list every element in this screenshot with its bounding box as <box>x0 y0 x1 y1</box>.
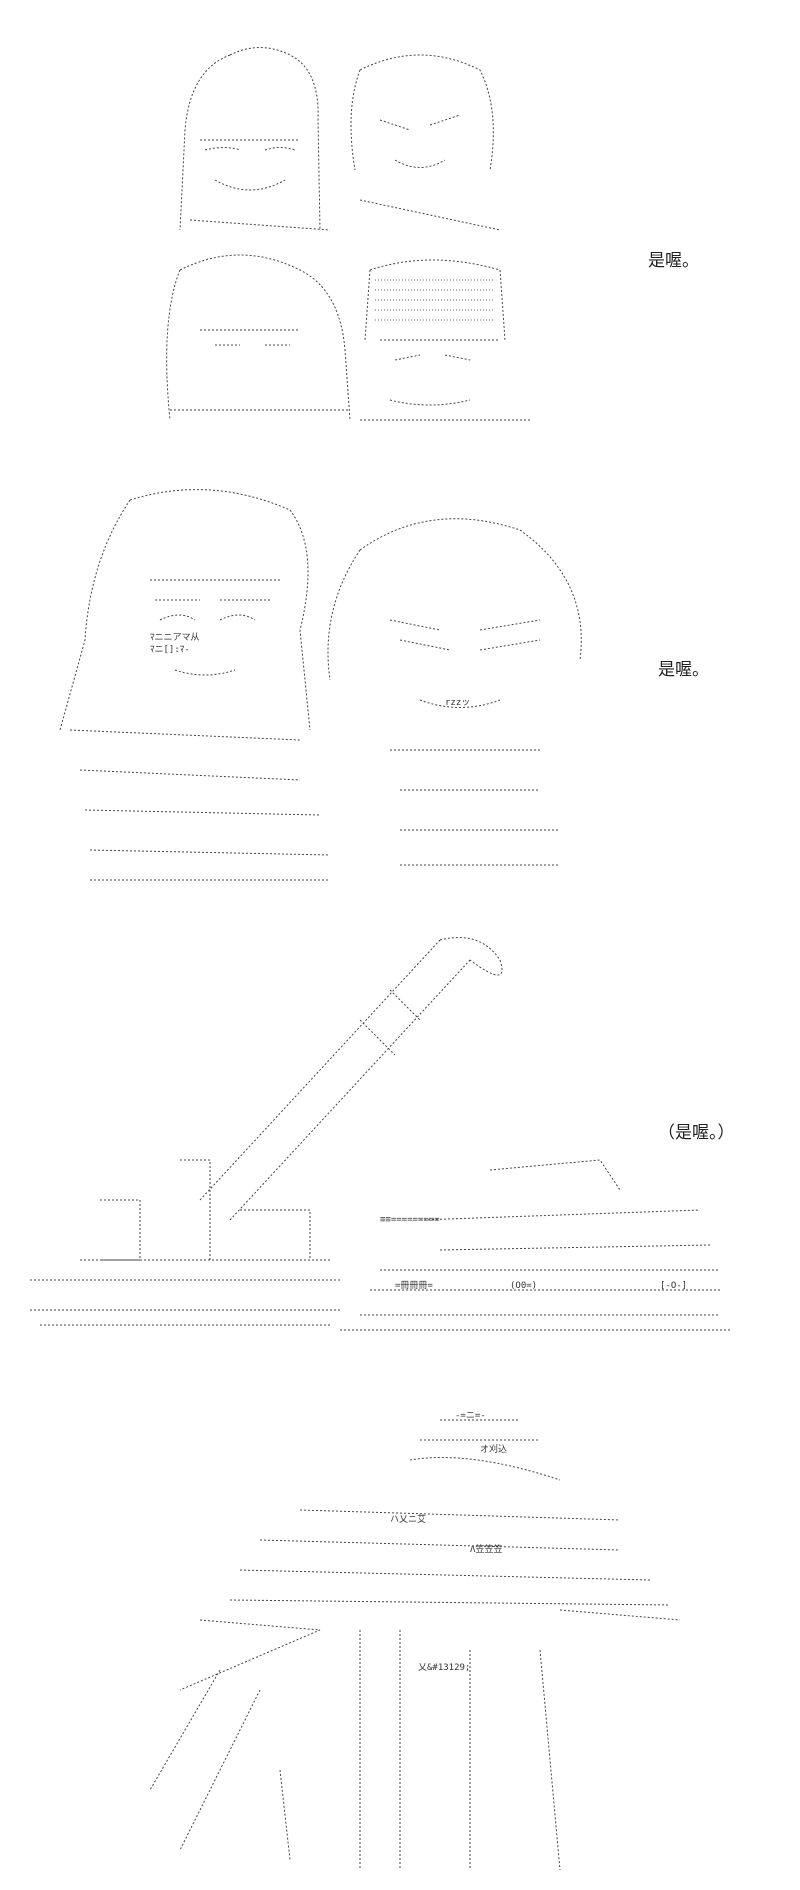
tanks-ascii-art-icon: ≡≡========= =冊冊冊= (O0=) [-O-] <box>0 920 760 1340</box>
art-text-3: rzzッ <box>445 698 470 708</box>
art-text-7: [-O-] <box>660 1281 687 1291</box>
art-text-8: -=ニ=- <box>455 1411 486 1421</box>
panel-2: ﾏニニアマ从 ﾏニ[]:ﾏ- rzzッ 是喔。 <box>0 470 800 890</box>
panel-1-art <box>166 47 530 421</box>
armored-robot-ascii-art-icon: -=ニ=- オ刈込 ハ乂ニ艾 Λ笠笠笠 乂&#13129; <box>0 1390 720 1890</box>
art-text-12: 乂&#13129; <box>418 1663 470 1673</box>
art-text-10: ハ乂ニ艾 <box>390 1514 426 1525</box>
art-text-9: オ刈込 <box>480 1443 507 1455</box>
panel-3: ≡≡========= =冊冊冊= (O0=) [-O-] （是喔。） <box>0 920 800 1340</box>
panel-3-caption: （是喔。） <box>658 1123 735 1143</box>
art-text-4: ≡≡========= <box>380 1215 440 1225</box>
panel-1-caption: 是喔。 <box>648 251 699 271</box>
art-text-11: Λ笠笠笠 <box>470 1543 502 1555</box>
panel-2-caption: 是喔。 <box>658 660 709 680</box>
art-text-5: =冊冊冊= <box>395 1280 433 1291</box>
art-text-1: ﾏニニアマ从 <box>150 632 200 643</box>
panel-4-art: -=ニ=- オ刈込 ハ乂ニ艾 Λ笠笠笠 乂&#13129; <box>149 1411 681 1871</box>
art-text-6: (O0=) <box>510 1281 537 1291</box>
two-characters-ascii-art-icon: ﾏニニアマ从 ﾏニ[]:ﾏ- rzzッ <box>0 470 620 890</box>
panel-3-art: ≡≡========= =冊冊冊= (O0=) [-O-] <box>30 937 730 1331</box>
panel-1: 是喔。 <box>0 0 800 430</box>
four-characters-ascii-art-icon <box>0 0 560 430</box>
panel-4: -=ニ=- オ刈込 ハ乂ニ艾 Λ笠笠笠 乂&#13129; <box>0 1390 800 1890</box>
art-text-2: ﾏニ[]:ﾏ- <box>150 645 190 655</box>
panel-2-art: ﾏニニアマ从 ﾏニ[]:ﾏ- rzzッ <box>59 489 582 881</box>
